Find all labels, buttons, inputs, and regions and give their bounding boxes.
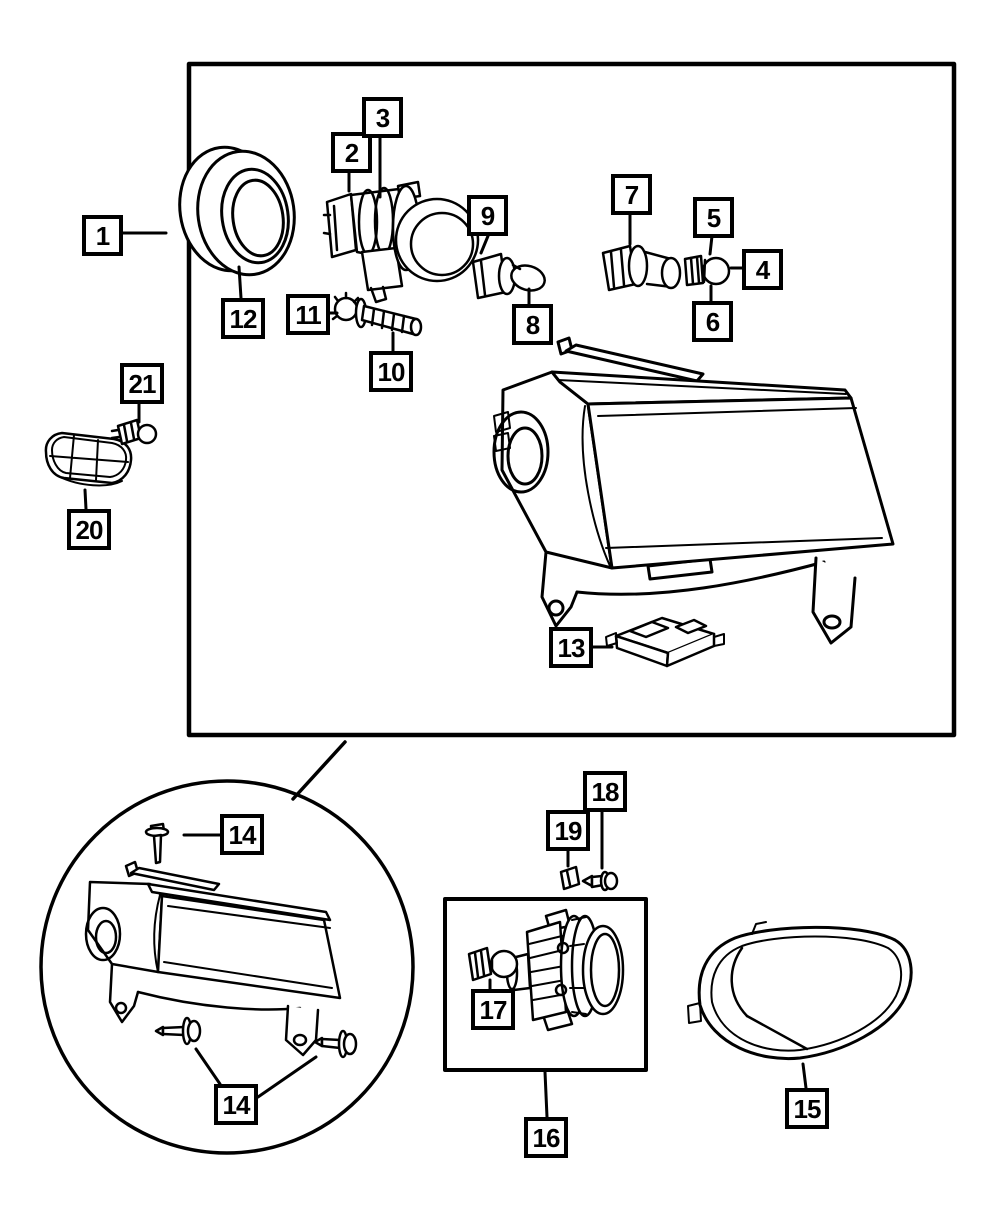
callout-12-number: 12 — [229, 303, 258, 334]
callout-3-number: 3 — [375, 102, 391, 133]
callout-14-top-number: 14 — [228, 819, 257, 850]
callout-13-number: 13 — [557, 632, 586, 663]
callout-18-number: 18 — [591, 776, 620, 807]
detail-circle — [39, 779, 415, 1155]
fog-lamp-drawing — [505, 908, 625, 1032]
callout-15: 15 — [785, 1088, 829, 1129]
fog-lamp-bezel-drawing — [687, 921, 913, 1061]
callout-4-number: 4 — [755, 254, 771, 285]
callout-11: 11 — [286, 294, 330, 335]
callout-14-bottom: 14 — [214, 1084, 258, 1125]
wedge-bulb-drawing — [683, 254, 731, 287]
callout-7-number: 7 — [624, 179, 640, 210]
callout-14-top: 14 — [220, 814, 264, 855]
callout-leader-lines — [83, 134, 808, 1119]
callout-20-number: 20 — [75, 514, 104, 545]
mounting-screw-left-drawing — [154, 1016, 202, 1046]
callout-11-number: 11 — [295, 299, 321, 330]
circle-box-connector-line — [291, 740, 347, 801]
callout-10-number: 10 — [377, 356, 406, 387]
callout-2: 2 — [331, 132, 372, 173]
callout-9-number: 9 — [480, 200, 496, 231]
callout-19: 19 — [546, 810, 590, 851]
callout-1: 1 — [82, 215, 123, 256]
fog-lamp-screw-drawing — [581, 870, 619, 892]
callout-8-number: 8 — [525, 309, 541, 340]
callout-14-bottom-number: 14 — [222, 1089, 251, 1120]
callout-5: 5 — [693, 197, 734, 238]
retainer-clip-drawing — [559, 865, 581, 891]
callout-21: 21 — [120, 363, 164, 404]
fog-lamp-bulb-drawing — [467, 946, 519, 982]
callout-17: 17 — [471, 989, 515, 1030]
callout-16-number: 16 — [532, 1122, 561, 1153]
callout-9: 9 — [467, 195, 508, 236]
side-marker-bulb-drawing — [110, 418, 158, 446]
callout-1-number: 1 — [95, 220, 111, 251]
mounting-screw-top-drawing — [144, 822, 170, 865]
callout-8: 8 — [512, 304, 553, 345]
callout-7: 7 — [611, 174, 652, 215]
callout-16: 16 — [524, 1117, 568, 1158]
ballast-module-drawing — [605, 616, 725, 668]
callout-5-number: 5 — [706, 202, 722, 233]
adjuster-screw-drawing — [331, 291, 423, 337]
callout-4: 4 — [742, 249, 783, 290]
headlamp-assembly-drawing — [492, 336, 895, 645]
callout-20: 20 — [67, 509, 111, 550]
callout-21-number: 21 — [128, 368, 157, 399]
bulb-socket-drawing — [471, 252, 546, 300]
callout-6: 6 — [692, 301, 733, 342]
callout-17-number: 17 — [479, 994, 508, 1025]
callout-19-number: 19 — [554, 815, 583, 846]
projector-unit-drawing — [322, 180, 480, 304]
callout-18: 18 — [583, 771, 627, 812]
callout-6-number: 6 — [705, 306, 721, 337]
headlamp-bezel-ring-drawing — [178, 145, 296, 277]
hid-bulb-drawing — [601, 244, 682, 292]
callout-2-number: 2 — [344, 137, 360, 168]
callout-15-number: 15 — [793, 1093, 822, 1124]
callout-10: 10 — [369, 351, 413, 392]
callout-12: 12 — [221, 298, 265, 339]
headlamp-assembly-detail-drawing — [84, 860, 342, 1057]
mounting-screw-right-drawing — [313, 1029, 358, 1059]
callout-13: 13 — [549, 627, 593, 668]
side-marker-lamp-drawing — [44, 431, 133, 487]
main-diagram-box — [186, 61, 957, 738]
callout-3: 3 — [362, 97, 403, 138]
fog-lamp-box — [443, 897, 648, 1072]
